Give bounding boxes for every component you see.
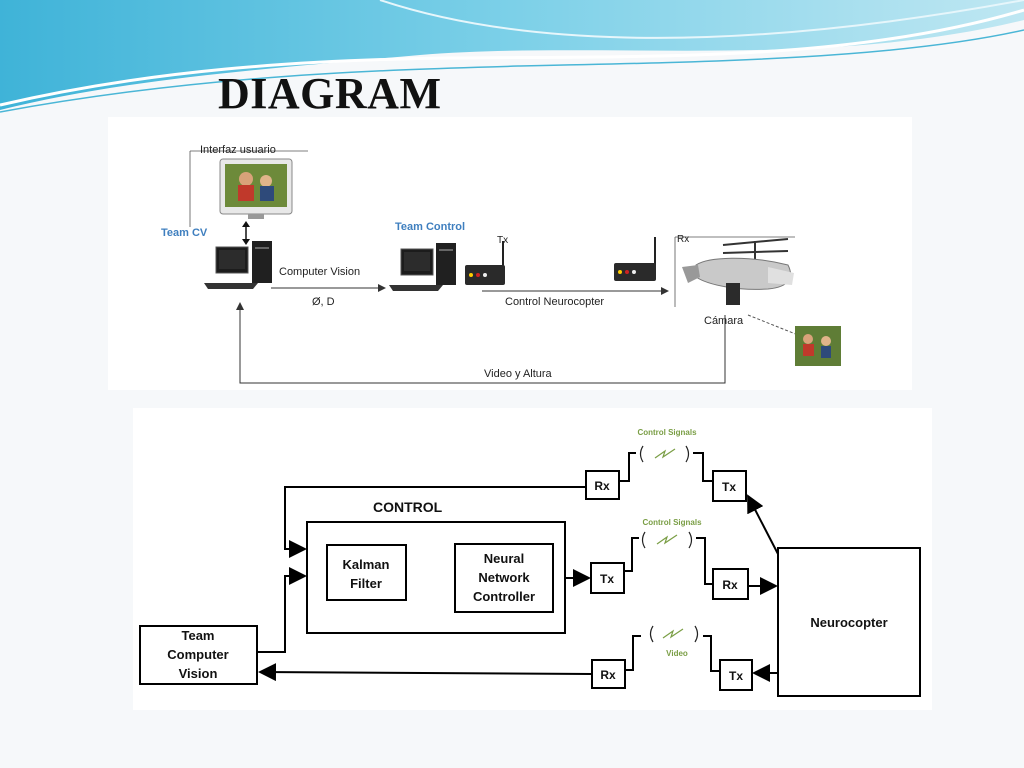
rx-box-middle-label: Rx <box>722 578 738 592</box>
team-control-label: Team Control <box>395 221 465 233</box>
neurocopter-label: Neurocopter <box>810 615 887 630</box>
user-interface-label: Interfaz usuario <box>200 144 276 156</box>
kalman-label-1: Kalman <box>343 557 390 572</box>
tx-box-middle <box>590 562 625 594</box>
neural-label-3: Controller <box>473 589 535 604</box>
slide-title: DIAGRAM <box>218 69 442 118</box>
team-cv-label: Team CV <box>161 227 208 239</box>
neural-label-2: Network <box>478 570 530 585</box>
neural-network-controller-box <box>454 543 554 613</box>
wireless-symbol-middle <box>641 531 693 549</box>
header-wave-decoration <box>0 0 1024 113</box>
video-signal-label: Video <box>666 649 688 658</box>
video-altitude-label: Video y Altura <box>484 368 553 380</box>
kalman-filter-box <box>326 544 407 601</box>
user-interface-monitor <box>189 150 308 227</box>
control-signals-label-top: Control Signals <box>637 428 697 437</box>
wireless-symbol-top <box>639 445 690 463</box>
system-overview-diagram: Interfaz usuario Team CV Computer Vision… <box>108 117 912 390</box>
tx-box-middle-label: Tx <box>600 572 614 586</box>
rx-label: Rx <box>677 234 689 245</box>
team-cv-label-2: Computer <box>167 647 228 662</box>
control-title: CONTROL <box>373 499 443 515</box>
tx-box-bottom <box>719 659 753 691</box>
team-cv-label-3: Vision <box>179 666 218 681</box>
transmitter-device <box>465 241 505 285</box>
tx-label: Tx <box>497 235 508 246</box>
rx-box-bottom-label: Rx <box>600 668 616 682</box>
team-computer-vision-box <box>139 625 258 685</box>
params-label: Ø, D <box>312 296 335 308</box>
computer-vision-pc <box>204 241 272 289</box>
receiver-device <box>614 237 656 281</box>
rx-box-top <box>585 470 620 500</box>
wireless-symbol-bottom <box>649 625 699 643</box>
connection-lines <box>257 452 779 682</box>
tx-box-top <box>712 470 747 502</box>
neurocopter-box <box>777 547 921 697</box>
kalman-label-2: Filter <box>350 576 382 591</box>
control-neurocopter-label: Control Neurocopter <box>505 296 604 308</box>
rx-box-top-label: Rx <box>594 479 610 493</box>
control-signals-label-middle: Control Signals <box>642 518 702 527</box>
tx-box-bottom-label: Tx <box>729 669 743 683</box>
tx-box-top-label: Tx <box>722 480 736 494</box>
neural-label-1: Neural <box>484 551 524 566</box>
control-block-diagram: CONTROL Kalman Filter Neural Network Con… <box>133 408 932 710</box>
helicopter-image <box>682 238 794 305</box>
computer-vision-label: Computer Vision <box>279 266 360 278</box>
camera-label: Cámara <box>704 315 744 327</box>
scene-photo <box>795 326 841 366</box>
team-control-pc <box>389 243 456 291</box>
team-cv-label-1: Team <box>182 628 215 643</box>
